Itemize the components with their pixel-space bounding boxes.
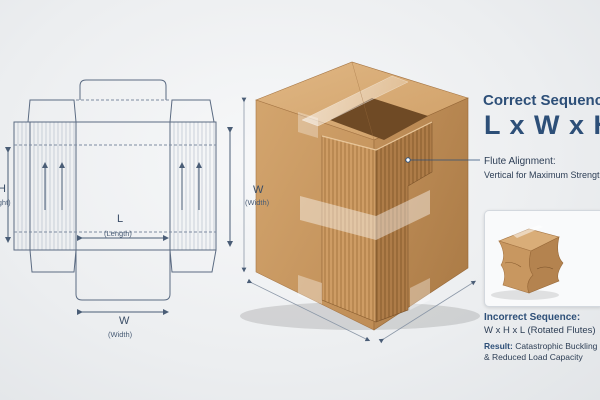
corrugated-box-3d [240,61,480,331]
left-lower-dust-flap [14,249,77,273]
bottom-flap [75,250,171,301]
flute-alignment-title: Flute Alignment: [484,156,556,167]
crushed-box-illustration [491,225,564,300]
left-end-panel [29,121,77,251]
right-upper-dust-flap [169,99,215,123]
correct-sequence-heading: Correct Sequence: [483,92,600,109]
correct-sequence-formula: L x W x H [484,110,600,140]
crushed-box-side [527,236,564,294]
box-opening [330,98,428,140]
callout-dot [405,157,411,163]
side-width-word: (Width) [245,198,270,207]
height-word: (Height) [0,198,11,207]
crushed-box-inset [484,210,600,307]
result-line-2: & Reduced Load Capacity [484,352,583,362]
left-side-panel [13,121,31,251]
band-tape [300,190,430,240]
left-upper-dust-flap [14,99,77,123]
top-tape [301,75,409,127]
top-flap [79,79,167,100]
flute-callout [405,157,480,163]
liner-edge [321,121,433,151]
box-dimension-lines [241,97,477,344]
incorrect-sequence-formula: W x H x L (Rotated Flutes) [484,325,596,336]
corner-tape-top-left [298,112,318,138]
right-end-panel [169,121,217,251]
right-lower-dust-flap [169,249,217,273]
width-letter: W [119,315,130,327]
box-dieline [13,79,217,301]
side-width-letter: W [253,184,264,196]
crushed-box-tape [513,225,543,238]
dieline-arrows [5,127,233,315]
result-label: Result: [484,341,513,351]
result-line-1: Catastrophic Buckling [515,341,598,351]
width-word: (Width) [108,330,133,339]
flute-alignment-desc: Vertical for Maximum Strength [484,170,600,180]
length-letter: L [117,213,124,225]
result-text: Result: Catastrophic Buckling & Reduced … [484,341,597,363]
box-length-line [246,278,371,342]
height-letter: H [0,183,6,195]
top-seam [351,61,375,141]
box-width-line [378,280,477,344]
incorrect-sequence-title: Incorrect Sequence: [484,312,581,323]
length-word: (Length) [104,229,132,238]
